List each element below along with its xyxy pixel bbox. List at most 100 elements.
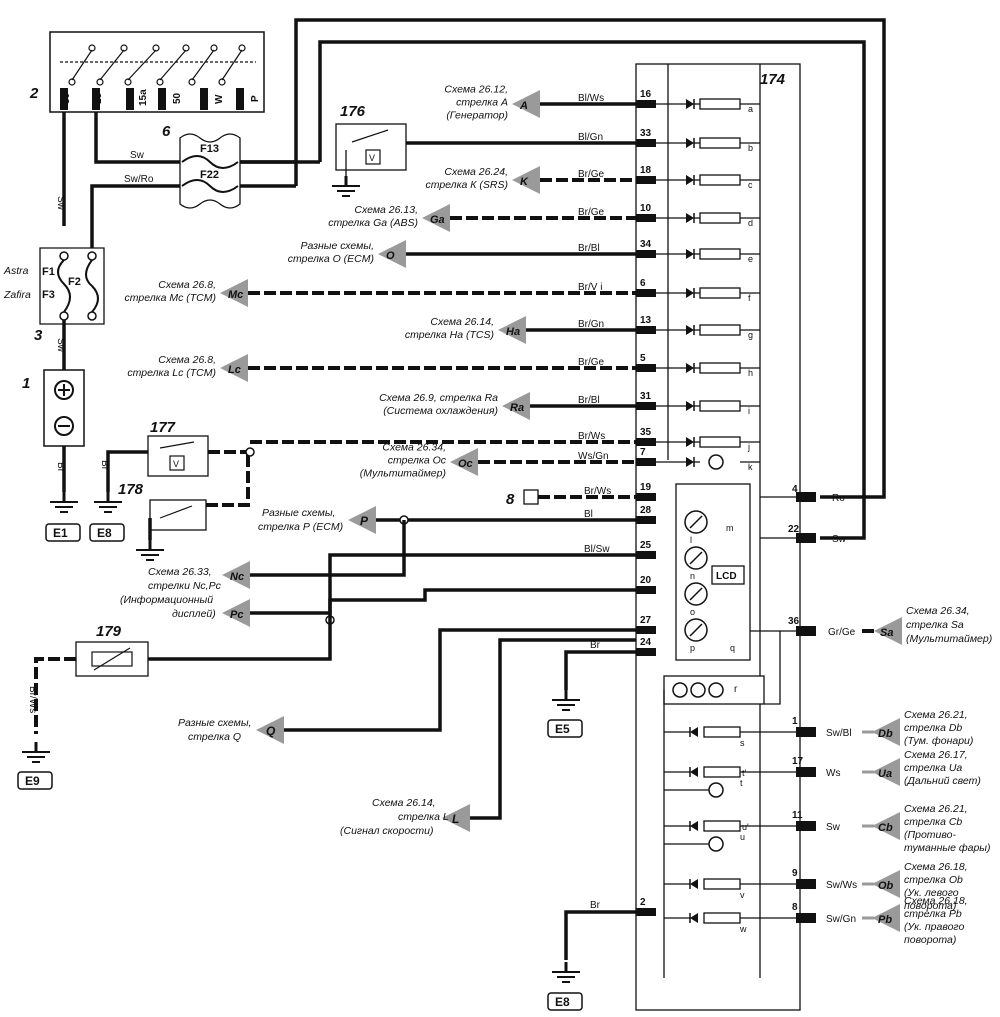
ref-l-line3: (Сигнал скорости) bbox=[340, 825, 434, 837]
switch-177: V bbox=[147, 435, 209, 477]
label-component-6: 6 bbox=[162, 123, 171, 140]
gauge-letter-r: r bbox=[734, 684, 738, 695]
ref-11-line4: туманные фары) bbox=[904, 842, 991, 854]
pin-6: 6 bbox=[640, 278, 646, 289]
ref-34-line1: Разные схемы, bbox=[301, 240, 374, 252]
element-letter-b: b bbox=[748, 143, 753, 153]
pin-2: 2 bbox=[640, 897, 646, 908]
wire-label-6: Br/V i bbox=[578, 282, 602, 293]
label-component-174: 174 bbox=[760, 71, 786, 88]
element-letter-w: w bbox=[739, 924, 747, 934]
ref-17-line1: Схема 26.17, bbox=[904, 749, 968, 761]
ref-7-line2: стрелка Ос bbox=[388, 455, 447, 467]
ref-16-line1: Схема 26.12, bbox=[444, 84, 508, 96]
battery bbox=[43, 369, 85, 447]
ref-6-line1: Схема 26.8, bbox=[158, 279, 216, 291]
ref-nc-line4: дисплей) bbox=[172, 608, 216, 620]
fuse-box-6: F13 F22 bbox=[179, 133, 241, 209]
wire-label-18: Br/Ge bbox=[578, 169, 605, 180]
gauge-letter-o: o bbox=[690, 607, 695, 617]
wire-label-br-e5: Br bbox=[590, 640, 601, 651]
gauge-letter-p: p bbox=[690, 643, 695, 653]
ref-16-line2: стрелка А bbox=[456, 97, 508, 109]
ref-9-line4: поворота) bbox=[904, 900, 956, 912]
wire-label-sw-battery: Sw bbox=[55, 338, 66, 353]
ref-17-line2: стрелка Ua bbox=[904, 762, 962, 774]
wire-label-br-177: Br bbox=[99, 460, 110, 471]
label-astra: Astra bbox=[3, 265, 29, 277]
ignition-terminal-15a: 15a bbox=[138, 89, 149, 106]
label-component-176: 176 bbox=[340, 103, 366, 120]
ref-8-line3: (Ук. правого bbox=[904, 921, 964, 933]
ref-10-line1: Схема 26.13, bbox=[354, 204, 418, 216]
element-letter-h: h bbox=[748, 368, 753, 378]
wire-label-10: Br/Ge bbox=[578, 207, 605, 218]
ref-nc-line3: (Информационный bbox=[120, 594, 213, 606]
ref-34-line2: стрелка О (ECM) bbox=[288, 253, 374, 265]
ref-arrow-pc-letter: Pc bbox=[230, 609, 243, 621]
label-component-1: 1 bbox=[22, 375, 30, 392]
wire-label-7: Ws/Gn bbox=[578, 451, 609, 462]
ref-17-line3: (Дальний свет) bbox=[904, 775, 981, 787]
ref-arrow-sa-letter: Sa bbox=[880, 627, 893, 639]
element-letter-g: g bbox=[748, 330, 753, 340]
ref-arrow-l-letter: L bbox=[452, 812, 459, 826]
ref-arrow-letter-9: Ob bbox=[878, 880, 894, 892]
ref-sa-line2: стрелка Sa bbox=[906, 619, 964, 631]
ref-arrow-p-letter: P bbox=[360, 514, 369, 528]
signal-row-24: 24 bbox=[636, 637, 656, 656]
ref-arrow-letter-11: Cb bbox=[878, 822, 893, 834]
ref-31-line2: (Система охлаждения) bbox=[383, 405, 498, 417]
ref-6-line2: стрелка Mc (TCM) bbox=[125, 292, 217, 304]
ref-arrow-letter-10: Ga bbox=[430, 214, 445, 226]
wire-label-8: Sw/Gn bbox=[826, 914, 856, 925]
wire-label-1: Sw/Bl bbox=[826, 728, 852, 739]
wire-label-31: Br/Bl bbox=[578, 395, 600, 406]
wire-label-25: Bl/Sw bbox=[584, 544, 610, 555]
gauge-letter-n: n bbox=[690, 571, 695, 581]
switch-178 bbox=[149, 499, 207, 531]
wire-label-swro: Sw/Ro bbox=[124, 174, 154, 185]
element-letter-k: k bbox=[748, 462, 753, 472]
ref-13-line1: Схема 26.14, bbox=[430, 316, 494, 328]
ref-1-line3: (Тум. фонари) bbox=[904, 735, 973, 747]
signal-row-27: 27 bbox=[636, 615, 656, 634]
ref-arrow-letter-8: Pb bbox=[878, 914, 892, 926]
ref-8-line4: поворота) bbox=[904, 934, 956, 946]
ref-arrow-pc: Pc bbox=[222, 599, 250, 627]
element-letter-i: i bbox=[748, 406, 750, 416]
pin-5: 5 bbox=[640, 353, 646, 364]
element-letter-a: a bbox=[748, 104, 753, 114]
pin-10: 10 bbox=[640, 203, 652, 214]
pin-27: 27 bbox=[640, 615, 652, 626]
pin-19: 19 bbox=[640, 482, 652, 493]
fuse-f13-label: F13 bbox=[200, 143, 219, 155]
wire-label-11: Sw bbox=[826, 822, 841, 833]
pin-1: 1 bbox=[792, 716, 798, 727]
wire-label-5: Br/Ge bbox=[578, 357, 605, 368]
ref-q-line2: стрелка Q bbox=[188, 731, 241, 743]
lcd-gauge-block: LCD l m n o p q bbox=[675, 483, 751, 661]
ref-7-line1: Схема 26.34, bbox=[382, 442, 446, 454]
ref-p-line1: Разные схемы, bbox=[262, 507, 335, 519]
pin-33: 33 bbox=[640, 128, 652, 139]
ignition-terminal-w: W bbox=[214, 94, 225, 104]
pin-36: 36 bbox=[788, 616, 800, 627]
ref-11-line2: стрелка Cb bbox=[904, 816, 962, 828]
ref-arrow-letter-18: K bbox=[520, 176, 529, 188]
wire-label-16: Bl/Ws bbox=[578, 93, 604, 104]
